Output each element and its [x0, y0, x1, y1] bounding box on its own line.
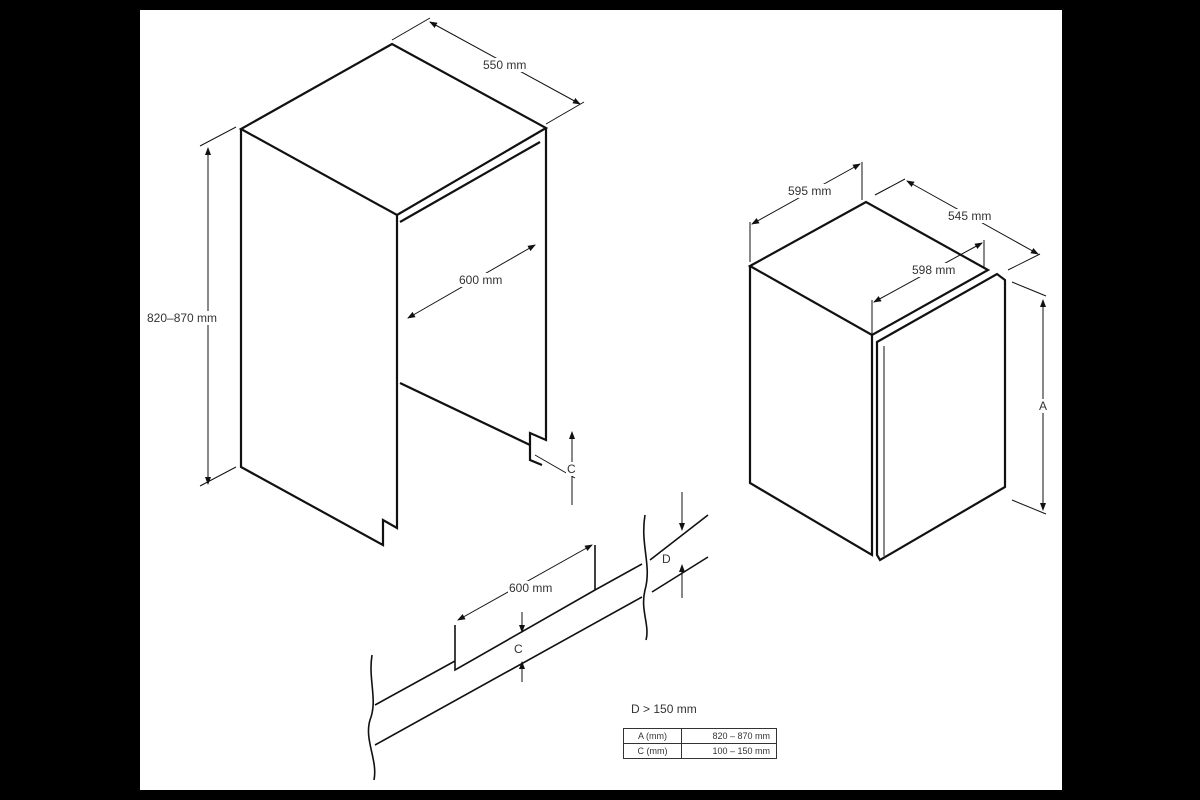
table-key: A (mm): [623, 728, 682, 744]
plinth-outline: [367, 514, 709, 781]
cabinet-opening-width-label: 600 mm: [458, 273, 504, 287]
cutout-height-label: C: [513, 642, 524, 656]
cabinet-height-label: 820–870 mm: [146, 311, 219, 325]
appliance-width-label: 595 mm: [787, 184, 833, 198]
cabinet-outline: [238, 42, 549, 547]
appliance-height-label: A: [1038, 399, 1049, 413]
plinth-note: D > 150 mm: [630, 702, 698, 716]
plinth-height-label: D: [661, 552, 672, 566]
plinth-dimension-lines: [457, 492, 685, 682]
door-width-label: 598 mm: [911, 263, 957, 277]
table-key: C (mm): [623, 743, 682, 759]
appliance-outline: [747, 200, 1007, 562]
table-row: C (mm) 100 – 150 mm: [623, 743, 777, 759]
cutout-width-label: 600 mm: [508, 581, 554, 595]
table-value: 820 – 870 mm: [681, 728, 777, 744]
dimension-table: A (mm) 820 – 870 mm C (mm) 100 – 150 mm: [623, 728, 777, 759]
table-row: A (mm) 820 – 870 mm: [623, 728, 777, 744]
appliance-depth-label: 545 mm: [947, 209, 993, 223]
cabinet-plinth-label: C: [566, 462, 577, 476]
table-value: 100 – 150 mm: [681, 743, 777, 759]
appliance-dimension-lines: [749, 162, 1047, 515]
cabinet-depth-label: 550 mm: [482, 58, 528, 72]
